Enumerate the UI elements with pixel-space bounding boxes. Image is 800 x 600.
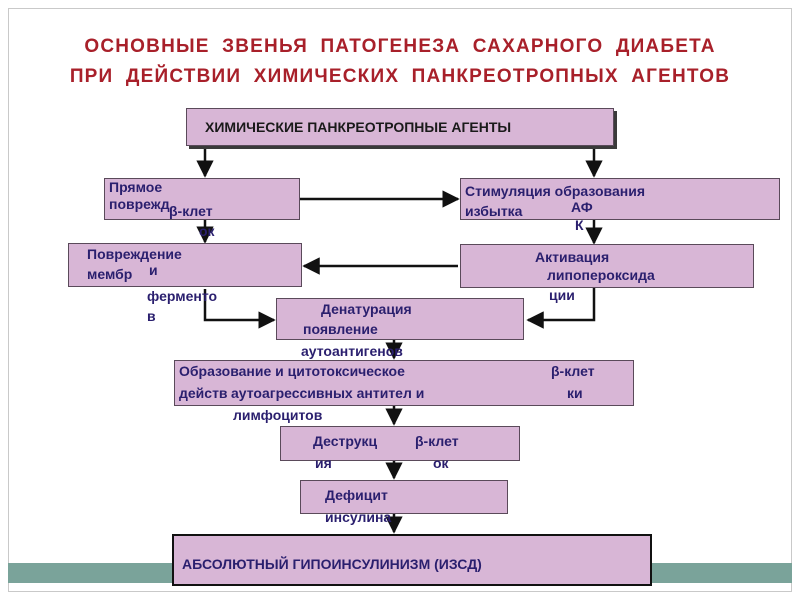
insulin-deficit-box: Дефицит инсулина — [300, 480, 508, 525]
membrane-enzymes-end: в — [147, 308, 156, 324]
stimulation-line-2: избытка — [465, 203, 523, 219]
title-line-1: ОСНОВНЫЕ ЗВЕНЬЯ ПАТОГЕНЕЗА САХАРНОГО ДИА… — [84, 36, 716, 57]
slide-title: ОСНОВНЫЕ ЗВЕНЬЯ ПАТОГЕНЕЗА САХАРНОГО ДИА… — [0, 32, 800, 92]
agents-box: ХИМИЧЕСКИЕ ПАНКРЕОТРОПНЫЕ АГЕНТЫ — [186, 108, 614, 146]
membrane-enzymes: ферменто — [147, 288, 218, 304]
direct-damage-line-1: Прямое — [109, 179, 163, 195]
arrow-membrane-to-denaturation — [203, 289, 276, 329]
antibodies-line-2b: аутоагрессивных антител и — [231, 385, 425, 401]
membrane-line-2: мембр — [87, 266, 133, 282]
destruction-cell: β-клет — [415, 433, 459, 449]
antibodies-line-3: лимфоцитов — [233, 407, 323, 423]
destruction-box: Деструкц ия β-клет ок — [280, 426, 520, 471]
antibodies-cell-end: ки — [567, 385, 583, 401]
hypoinsulinism-label: АБСОЛЮТНЫЙ ГИПОИНСУЛИНИЗМ (ИЗСД) — [182, 556, 482, 572]
membrane-damage-box: Повреждение мембр и ферменто в — [68, 243, 302, 324]
slide-frame — [8, 8, 792, 592]
denaturation-line-3: аутоантигенов — [301, 343, 403, 359]
direct-damage-line-2: поврежд — [109, 196, 170, 212]
lipid-activation-box: Активация липопероксида ции — [460, 244, 754, 303]
lipid-line-2: липопероксида — [547, 267, 655, 283]
denaturation-line-1: Денатурация — [321, 301, 412, 317]
destruction-line-1: Деструкц — [313, 433, 378, 449]
lipid-line-3: ции — [549, 287, 575, 303]
membrane-line-1: Повреждение — [87, 246, 182, 262]
stimulation-ros-end: К — [575, 217, 584, 233]
antibodies-cell: β-клет — [551, 363, 595, 379]
destruction-line-2: ия — [315, 455, 332, 471]
stimulation-box: Стимуляция образования избытка АФ К — [460, 178, 780, 233]
stimulation-line-1: Стимуляция образования — [465, 183, 645, 199]
direct-damage-cell: β-клет — [169, 203, 213, 219]
hypoinsulinism-box: АБСОЛЮТНЫЙ ГИПОИНСУЛИНИЗМ (ИЗСД) — [172, 534, 652, 586]
antibodies-line-1: Образование и цитотоксическое — [179, 363, 405, 379]
title-line-2: ПРИ ДЕЙСТВИИ ХИМИЧЕСКИХ ПАНКРЕОТРОПНЫХ А… — [69, 66, 731, 87]
agents-label: ХИМИЧЕСКИЕ ПАНКРЕОТРОПНЫЕ АГЕНТЫ — [205, 119, 512, 135]
antibodies-line-2a: действ — [179, 385, 228, 401]
deficit-line-2: инсулина — [325, 509, 392, 525]
deficit-line-1: Дефицит — [325, 487, 388, 503]
lipid-line-1: Активация — [535, 249, 610, 265]
direct-damage-box: Прямое поврежд β-клет ок — [104, 178, 300, 239]
membrane-conj: и — [149, 262, 158, 278]
denaturation-line-2: появление — [303, 321, 378, 337]
destruction-cell-end: ок — [433, 455, 449, 471]
stimulation-ros: АФ — [571, 199, 593, 215]
antibodies-box: Образование и цитотоксическое действ аут… — [174, 360, 634, 423]
arrow-lipid-to-denaturation — [526, 288, 596, 329]
denaturation-box: Денатурация появление аутоантигенов — [276, 298, 524, 359]
direct-damage-cell-end: ок — [199, 223, 215, 239]
